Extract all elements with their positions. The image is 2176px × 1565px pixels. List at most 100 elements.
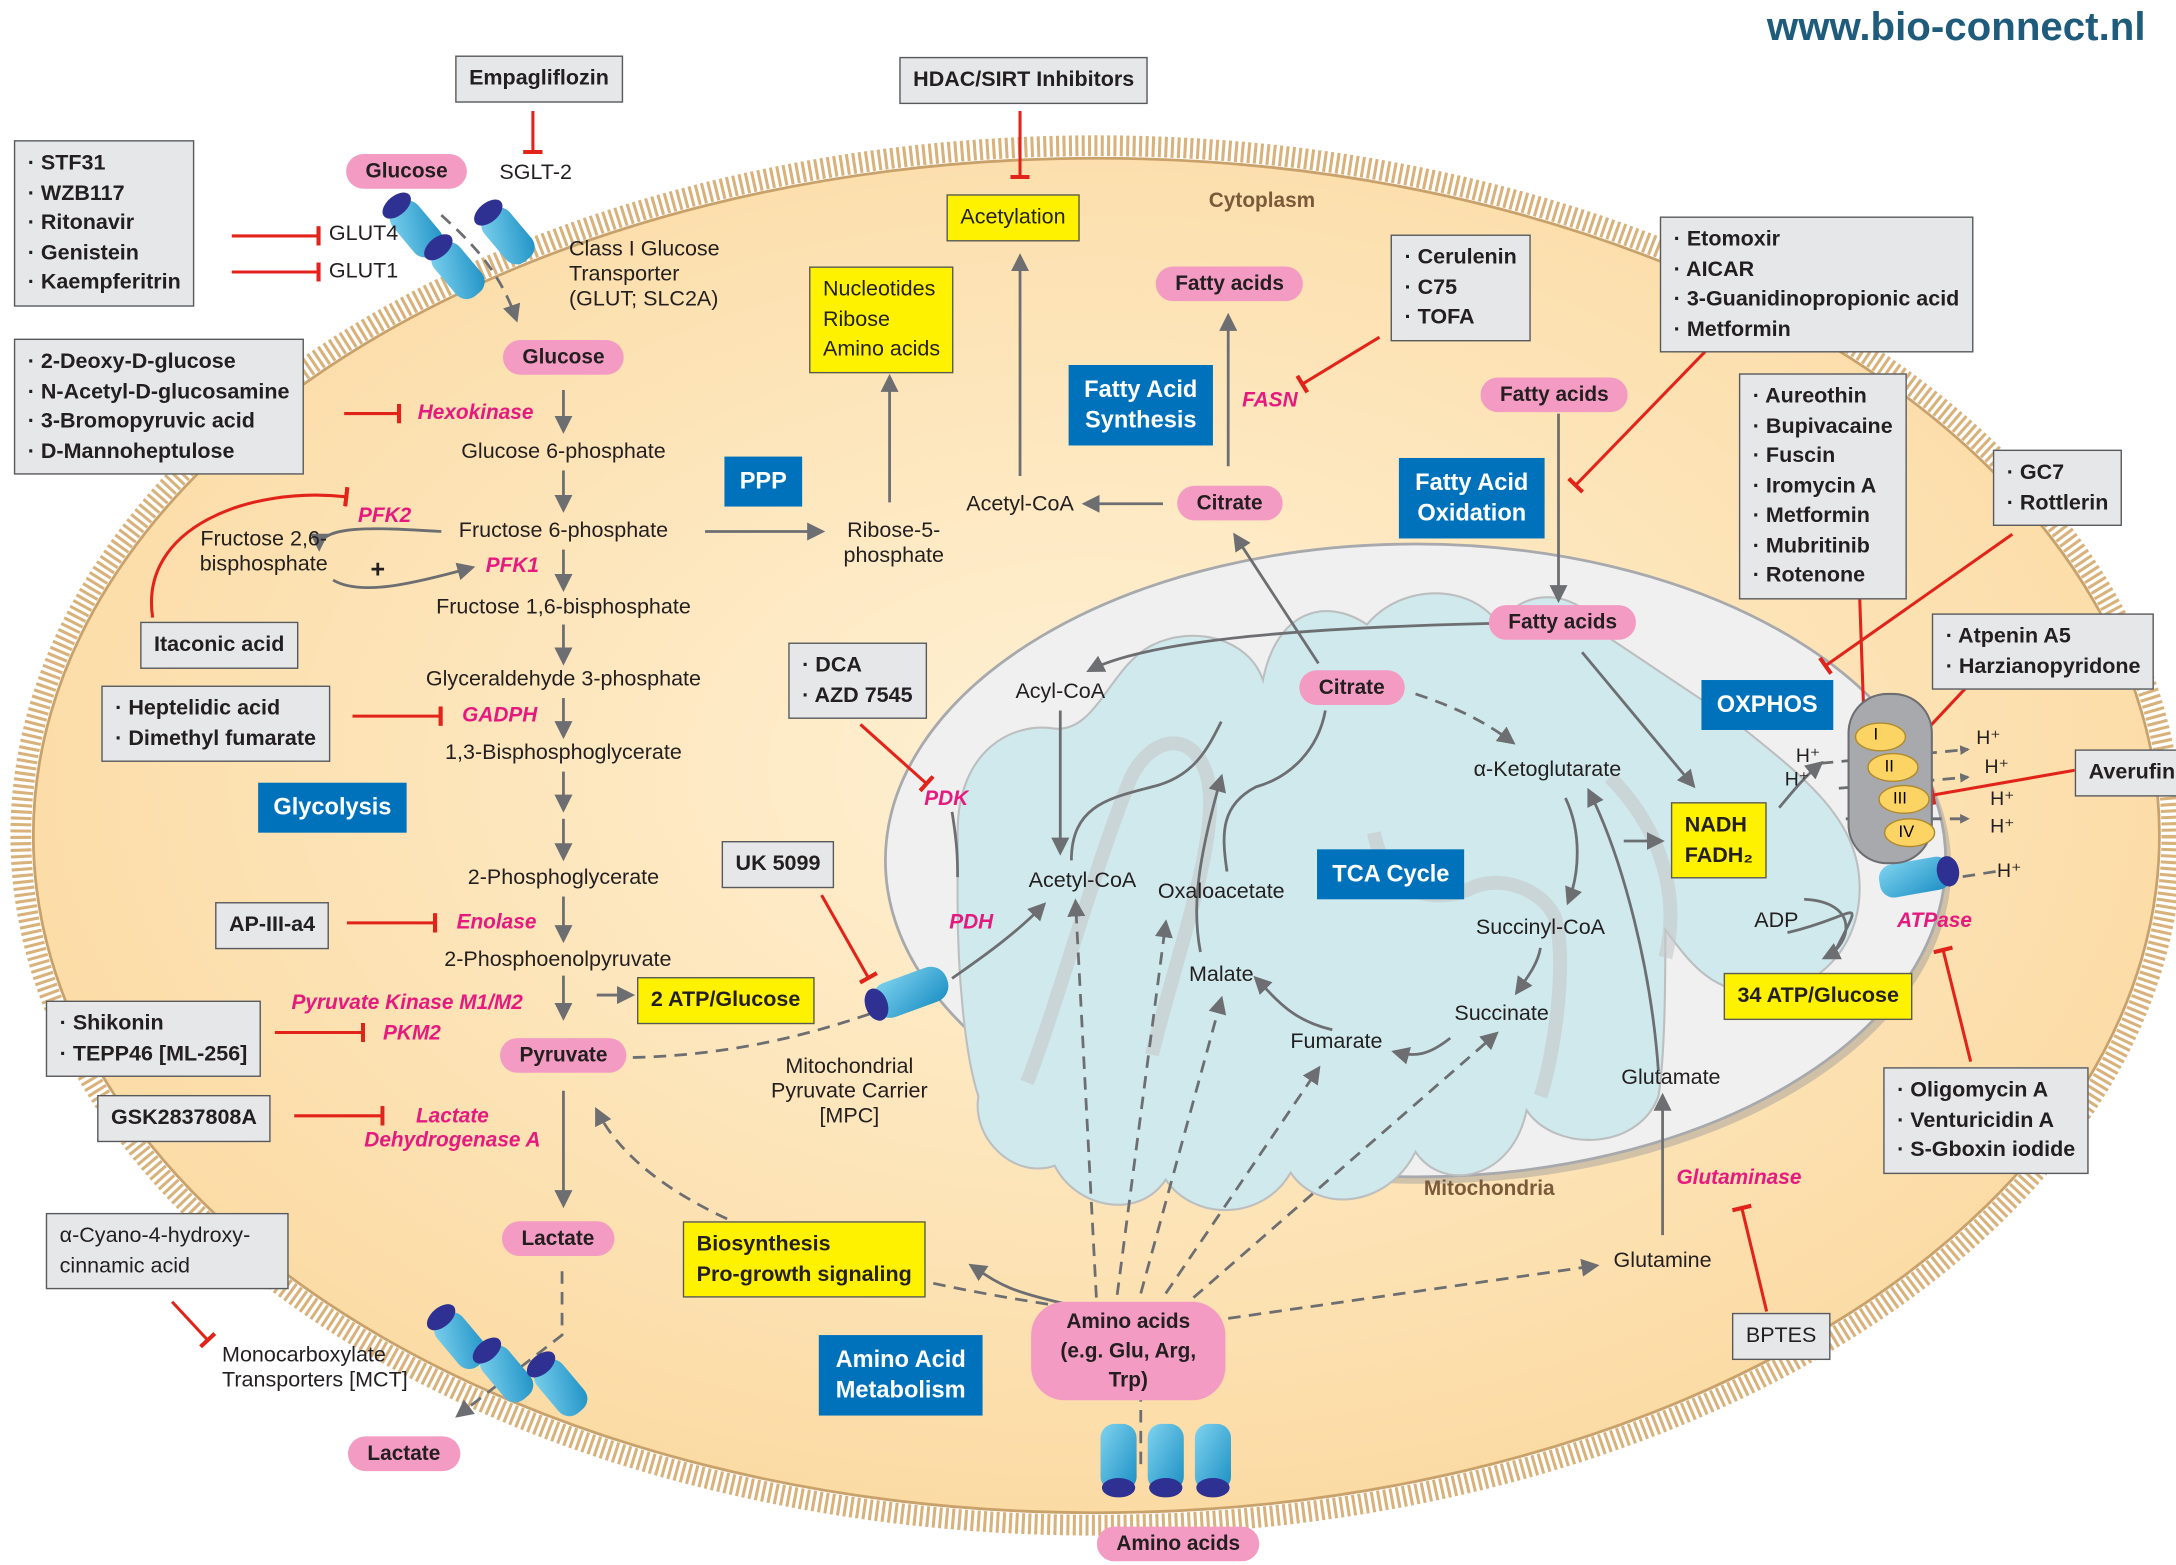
inhibitor-item: · Aureothin <box>1752 384 1867 409</box>
fumarate: Fumarate <box>1290 1029 1383 1054</box>
glucose-intracellular: Glucose <box>502 340 624 375</box>
inhibitor-item: · Etomoxir <box>1673 227 1781 252</box>
atp34-box: 34 ATP/Glucose <box>1723 972 1913 1020</box>
inhibitor-hdac-sirt: HDAC/SIRT Inhibitors <box>899 56 1149 104</box>
atp2-box: 2 ATP/Glucose <box>637 977 815 1024</box>
inhibitor-item: · WZB117 <box>27 181 125 205</box>
complex-i <box>1854 722 1907 752</box>
mct-label: Monocarboxylate Transporters [MCT] <box>222 1343 408 1392</box>
inhibitor-item: · Atpenin A5 <box>1945 624 2071 649</box>
enzyme-enolase: Enolase <box>456 910 537 934</box>
inhibitor-averufin: Averufin <box>2074 749 2176 796</box>
fadh2-item: FADH₂ <box>1684 843 1753 867</box>
amino-acids-item: Amino acids <box>822 337 941 361</box>
step-f26bp: Fructose 2,6-bisphosphate <box>199 527 328 576</box>
inhibitor-empagliflozin: Empagliflozin <box>455 55 623 103</box>
fatty-acids-mitochondria: Fatty acids <box>1488 605 1637 640</box>
inhibitors-pdk: · DCA · AZD 7545 <box>788 642 927 719</box>
inhibitor-item: · Mubritinib <box>1752 533 1870 558</box>
glutamate: Glutamate <box>1621 1065 1721 1090</box>
complex-iv <box>1883 818 1936 848</box>
cytoplasm-label: Cytoplasm <box>1208 188 1316 213</box>
plus-sign: + <box>370 555 386 583</box>
inhibitors-pkm2: · Shikonin · TEPP46 [ML-256] <box>45 1000 262 1077</box>
tca-cycle-box: TCA Cycle <box>1317 849 1465 900</box>
amino-acids-cytoplasm: Amino acids (e.g. Glu, Arg, Trp) <box>1031 1301 1226 1401</box>
mitochondria-label: Mitochondria <box>1423 1176 1555 1201</box>
glut-transporter-label: Class I Glucose Transporter (GLUT; SLC2A… <box>568 237 720 311</box>
enzyme-atpase: ATPase <box>1897 909 1972 933</box>
inhibitor-item: · 3-Bromopyruvic acid <box>27 409 255 433</box>
inhibitor-item: · Kaempferitrin <box>27 270 181 295</box>
acetyl-coa-mitochondria: Acetyl-CoA <box>1028 868 1137 893</box>
inhibitor-item: · 2-Deoxy-D-glucose <box>27 349 236 374</box>
brand-url[interactable]: www.bio-connect.nl <box>1766 5 2146 50</box>
inhibitor-uk5099: UK 5099 <box>721 841 835 888</box>
atpase-transporter <box>1878 856 1960 898</box>
inhibitor-item: · S-Gboxin iodide <box>1897 1137 2076 1162</box>
ppp-box: PPP <box>724 456 803 507</box>
fatty-acids-cytoplasm: Fatty acids <box>1480 377 1629 413</box>
inhibitor-item: · Metformin <box>1752 503 1870 528</box>
inhibitor-item: · Heptelidic acid <box>115 696 281 721</box>
inhibitors-fatty-acid-oxidation: · Etomoxir · AICAR · 3-Guanidinopropioni… <box>1659 216 1974 353</box>
acyl-coa: Acyl-CoA <box>1015 680 1106 704</box>
inhibitor-item: · Bupivacaine <box>1752 414 1893 438</box>
oxaloacetate: Oxaloacetate <box>1157 879 1285 904</box>
amino-acid-metabolism-box: Amino Acid Metabolism <box>818 1335 983 1416</box>
proton-label: H⁺ <box>1784 767 1809 790</box>
inhibitor-item: · Harzianopyridone <box>1945 654 2141 678</box>
inhibitor-item: · TOFA <box>1404 305 1475 329</box>
inhibitor-item: · C75 <box>1404 275 1458 300</box>
inhibitor-item: · AICAR <box>1673 257 1755 282</box>
enzyme-glutaminase: Glutaminase <box>1676 1165 1802 1190</box>
enzyme-pkm2: PKM2 <box>383 1021 441 1046</box>
mct-transporter <box>426 1304 588 1417</box>
inhibitor-ap-iii-a4: AP-III-a4 <box>215 902 329 949</box>
step-f16bp: Fructose 1,6-bisphosphate <box>436 595 691 619</box>
enzyme-hexokinase: Hexokinase <box>417 401 534 425</box>
enzyme-pdh: PDH <box>949 910 994 934</box>
inhibitors-gadph: · Heptelidic acid · Dimethyl fumarate <box>101 685 330 762</box>
inhibitor-item: · GC7 <box>2006 460 2065 485</box>
enzyme-pfk1: PFK1 <box>485 553 539 578</box>
glut4-label: GLUT4 <box>328 222 399 246</box>
step-f6p: Fructose 6-phosphate <box>458 519 669 543</box>
complex-i-label: I <box>1873 724 1879 744</box>
proton-label: H⁺ <box>1976 725 2001 749</box>
lactate-extracellular: Lactate <box>347 1436 460 1472</box>
amino-acid-transporter <box>1100 1423 1231 1498</box>
fatty-acids-synthesis: Fatty acids <box>1155 266 1304 302</box>
inhibition-lines <box>149 111 2076 1349</box>
enzyme-pfk2: PFK2 <box>358 503 412 528</box>
inhibitor-item: · Oligomycin A <box>1897 1078 2049 1102</box>
inhibitors-glut: · STF31 · WZB117 · Ritonavir · Genistein… <box>13 140 195 307</box>
oxphos-box: OXPHOS <box>1701 680 1833 730</box>
inhibitor-item: · STF31 <box>27 151 106 175</box>
citrate-cytoplasm: Citrate <box>1177 485 1282 521</box>
nucleotides-item: Nucleotides <box>822 277 936 302</box>
complex-ii <box>1867 752 1919 783</box>
complex-iv-label: IV <box>1898 821 1915 842</box>
mpc-label: Mitochondrial Pyruvate Carrier [MPC] <box>771 1054 928 1129</box>
step-g6p: Glucose 6-phosphate <box>461 439 666 464</box>
inhibitor-item: · AZD 7545 <box>802 683 913 708</box>
inhibitors-gc7-rottlerin: · GC7 · Rottlerin <box>1992 449 2123 526</box>
step-pep: 2-Phosphoenolpyruvate <box>444 947 672 972</box>
nucleotides-box: Nucleotides Ribose Amino acids <box>809 266 955 373</box>
enzyme-fasn: FASN <box>1242 388 1298 413</box>
complex-iii-label: III <box>1892 788 1907 808</box>
adp: ADP <box>1754 909 1799 933</box>
pyruvate: Pyruvate <box>500 1038 627 1073</box>
proton-label: H⁺ <box>1990 814 2015 837</box>
mpc-transporter <box>864 966 949 1021</box>
glycolysis-arrows <box>310 253 1854 1306</box>
enzyme-pyruvate-kinase: Pyruvate Kinase M1/M2 <box>291 990 523 1015</box>
proton-label: H⁺ <box>1997 859 2022 882</box>
fatty-acid-synthesis-box: Fatty Acid Synthesis <box>1068 364 1213 446</box>
lactate-intracellular: Lactate <box>502 1221 614 1256</box>
glutamine: Glutamine <box>1613 1249 1712 1273</box>
inhibitor-item: · 3-Guanidinopropionic acid <box>1673 287 1960 311</box>
inhibitor-item: · Venturicidin A <box>1897 1108 2055 1132</box>
